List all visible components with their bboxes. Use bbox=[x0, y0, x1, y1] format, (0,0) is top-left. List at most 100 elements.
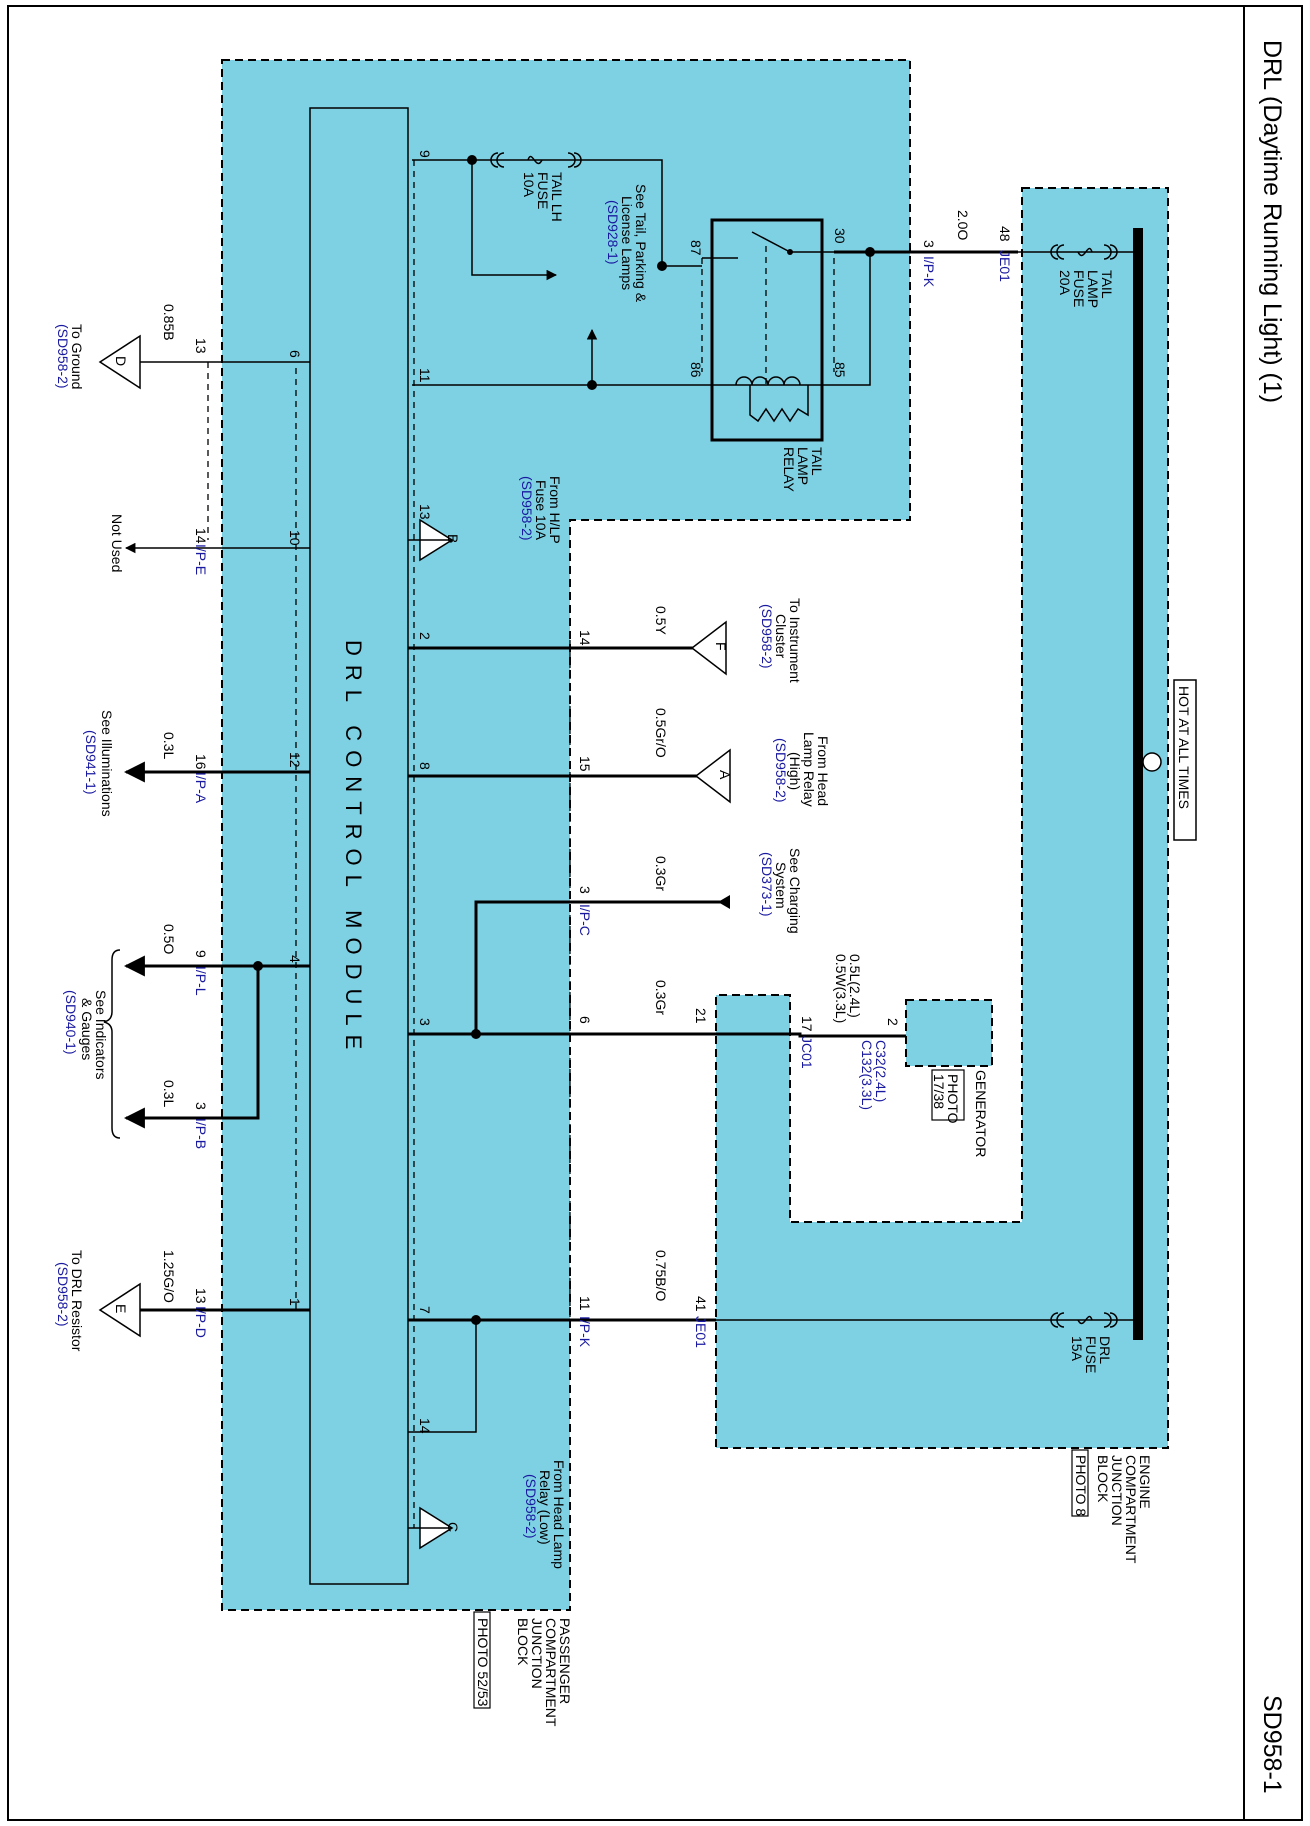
generator-box bbox=[905, 999, 993, 1067]
gen-pin-2: 2 bbox=[885, 1018, 901, 1026]
pin-j41: 41 bbox=[693, 1296, 709, 1312]
ref-ground-l1: To Ground bbox=[69, 324, 85, 389]
ref-d-letter: D bbox=[113, 356, 129, 366]
gen-conn-c132: C132(3.3L) bbox=[859, 1040, 875, 1110]
ref-head-high-ref: (SD958-2) bbox=[773, 738, 789, 803]
wire-085b-label: 0.85B bbox=[161, 304, 177, 341]
conn-ipd: I/P-D bbox=[193, 1306, 209, 1338]
engine-block-l2: COMPARTMENT bbox=[1123, 1455, 1139, 1564]
splice-circle bbox=[1142, 752, 1162, 772]
wire-05l-label: 0.5L(2.4L) bbox=[847, 954, 863, 1018]
ref-indicators-l1: See Indicators bbox=[93, 990, 109, 1080]
tail-lamp-fuse-l2: LAMP bbox=[1085, 270, 1101, 308]
passenger-block-l1: PASSENGER bbox=[557, 1618, 573, 1704]
conn-ipc: I/P-C bbox=[577, 904, 593, 936]
page-code: SD958-1 bbox=[1258, 1695, 1286, 1794]
ref-cluster-ref: (SD958-2) bbox=[759, 604, 775, 669]
passenger-block-l2: COMPARTMENT bbox=[543, 1618, 559, 1727]
passenger-photo-box bbox=[473, 1611, 491, 1709]
wire-03gr-a-label: 0.3Gr bbox=[653, 856, 669, 891]
pin-i3: 3 bbox=[417, 1018, 433, 1026]
passenger-block-l4: BLOCK bbox=[515, 1618, 531, 1666]
relay-switch bbox=[702, 231, 834, 385]
pin-o3: 3 bbox=[577, 886, 593, 894]
relay-label-l1: TAIL bbox=[809, 447, 825, 476]
wire-03l-indicators bbox=[123, 966, 260, 1129]
ref-head-low-l1: From Head Lamp bbox=[551, 1460, 567, 1569]
drl-fuse-l2: FUSE bbox=[1083, 1336, 1099, 1373]
wire-125go-label: 1.25G/O bbox=[161, 1250, 177, 1303]
indicators-brace bbox=[103, 949, 121, 1139]
engine-junction-block-zone bbox=[715, 187, 1169, 1449]
gen-conn-c32: C32(2.4L) bbox=[873, 1040, 889, 1102]
charging-arrow bbox=[718, 895, 730, 909]
relay-pin-87: 87 bbox=[688, 240, 704, 256]
splice-relay-87 bbox=[657, 261, 667, 271]
generator-photo-l2: 17/38 bbox=[931, 1074, 947, 1109]
ref-d-triangle bbox=[98, 334, 141, 390]
ref-head-high-l3: (High) bbox=[787, 752, 803, 790]
pin-i14: 14 bbox=[417, 1418, 433, 1434]
drl-fuse bbox=[716, 1312, 1138, 1328]
pin-ext13b: 13 bbox=[193, 1288, 209, 1304]
ref-tail-parking-l1: See Tail, Parking & bbox=[633, 184, 649, 303]
ref-cluster-l2: Cluster bbox=[773, 614, 789, 659]
tail-lh-fuse bbox=[490, 152, 582, 168]
ref-hlp-l1: From H/LP bbox=[547, 476, 563, 544]
wire-relay-85 bbox=[834, 252, 871, 386]
relay-pin-30: 30 bbox=[832, 228, 848, 244]
ref-illum-l1: See Illuminations bbox=[99, 710, 115, 817]
pin-j21: 21 bbox=[693, 1008, 709, 1024]
conn-ipl: I/P-L bbox=[193, 966, 209, 996]
pin-i2: 2 bbox=[417, 632, 433, 640]
hot-at-all-times-label: HOT AT ALL TIMES bbox=[1176, 686, 1192, 809]
ref-head-low-ref: (SD958-2) bbox=[523, 1474, 539, 1539]
wire-05w-label: 0.5W(3.3L) bbox=[833, 954, 849, 1023]
wire-05gro-label: 0.5Gr/O bbox=[653, 708, 669, 758]
conn-ipa: I/P-A bbox=[193, 772, 209, 804]
pin-ext14: 14 bbox=[193, 528, 209, 544]
tail-lh-fuse-l2: FUSE bbox=[535, 172, 551, 209]
pin-o14: 14 bbox=[577, 630, 593, 646]
wire-pin14-link bbox=[408, 1320, 477, 1433]
generator-photo-box bbox=[931, 1069, 965, 1121]
tail-lamp-fuse bbox=[1018, 244, 1138, 260]
pin-ext3: 3 bbox=[193, 1102, 209, 1110]
relay-pin-86: 86 bbox=[688, 362, 704, 378]
ref-not-used: Not Used bbox=[109, 514, 125, 572]
tail-lamp-fuse-l1: TAIL bbox=[1099, 270, 1115, 299]
engine-block-l1: ENGINE bbox=[1137, 1455, 1153, 1509]
ref-f-triangle bbox=[690, 620, 727, 676]
relay-label-l2: LAMP bbox=[795, 447, 811, 485]
relay-pin-85: 85 bbox=[832, 362, 848, 378]
wire-05o-label: 0.5O bbox=[161, 924, 177, 954]
passenger-block-l3: JUNCTION bbox=[529, 1618, 545, 1689]
pin-i7: 7 bbox=[417, 1306, 433, 1314]
wire-05y-label: 0.5Y bbox=[653, 606, 669, 635]
drl-control-module bbox=[309, 107, 409, 1585]
page-border bbox=[7, 5, 1303, 1821]
ref-a-triangle bbox=[694, 748, 731, 804]
ref-f-letter: F bbox=[713, 642, 729, 651]
pin-ext13: 13 bbox=[193, 338, 209, 354]
pin-i8: 8 bbox=[417, 762, 433, 770]
wire-03l-b-label: 0.3L bbox=[161, 1080, 177, 1107]
wire-tail-lh bbox=[412, 159, 702, 267]
ref-indicators-l2: & Gauges bbox=[79, 998, 95, 1060]
pin-m10: 10 bbox=[287, 530, 303, 546]
pin-m12: 12 bbox=[287, 752, 303, 768]
hot-at-all-times-box bbox=[1173, 679, 1197, 841]
conn-ipb: I/P-B bbox=[193, 1118, 209, 1149]
pin-m1: 1 bbox=[287, 1298, 303, 1306]
pin-m6: 6 bbox=[287, 350, 303, 358]
ref-a-letter: A bbox=[717, 770, 733, 780]
passenger-block-photo: PHOTO 52/53 bbox=[475, 1618, 491, 1707]
pin-jb13: 13 bbox=[417, 504, 433, 520]
tail-lamp-relay-box bbox=[710, 218, 824, 442]
engine-block-photo: PHOTO 8 bbox=[1073, 1455, 1089, 1516]
diagram-title: DRL (Daytime Running Light) (1) bbox=[1258, 40, 1286, 403]
ref-e-letter: E bbox=[113, 1304, 129, 1313]
wire-075bo-label: 0.75B/O bbox=[653, 1250, 669, 1301]
pin-o11: 11 bbox=[577, 1296, 593, 1311]
